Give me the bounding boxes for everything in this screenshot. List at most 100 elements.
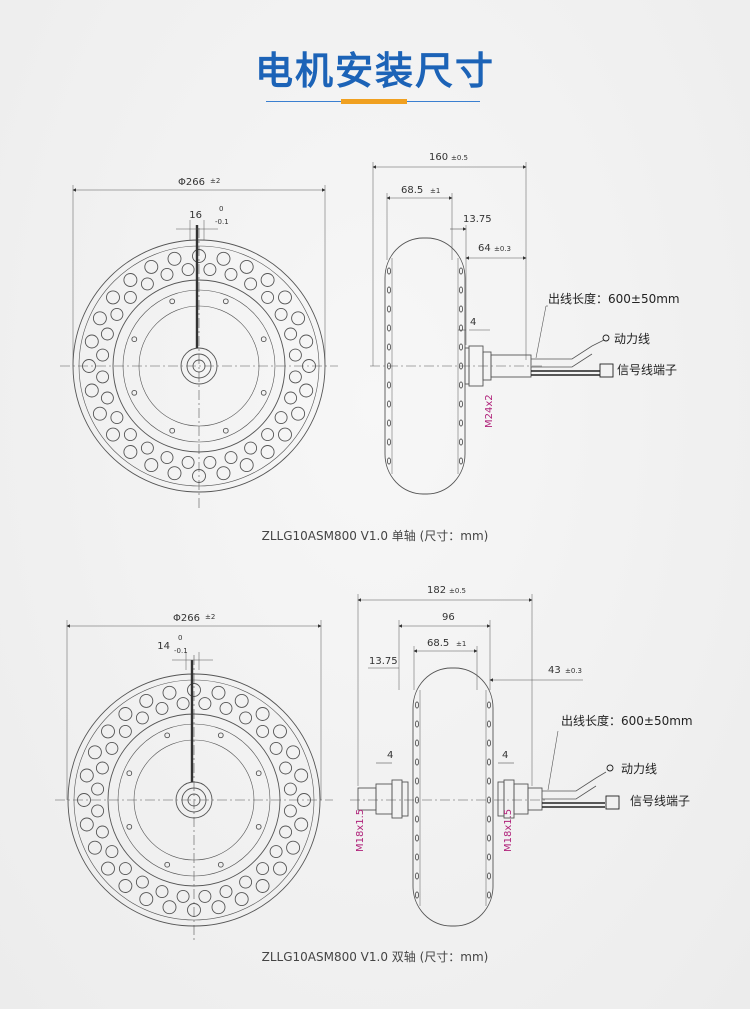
spoke-hole bbox=[216, 251, 231, 266]
spoke-hole bbox=[211, 685, 226, 700]
spoke-hole bbox=[110, 411, 124, 425]
side-slot bbox=[414, 701, 420, 709]
spoke-hole bbox=[260, 273, 275, 287]
spoke-hole bbox=[167, 466, 182, 481]
side-slot bbox=[414, 815, 420, 823]
single-side-labels: 160 ±0.5 68.5 ±1 13.75 64 ±0.3 4 M24x2 出… bbox=[401, 152, 680, 428]
spoke-hole bbox=[256, 862, 270, 876]
inner-hole-ring bbox=[91, 697, 297, 903]
spoke-hole bbox=[92, 406, 107, 421]
dim-shaft: 14 bbox=[157, 641, 170, 652]
side-slot bbox=[458, 457, 464, 465]
side-slot bbox=[414, 739, 420, 747]
side-slot bbox=[486, 891, 492, 899]
spoke-hole bbox=[274, 307, 288, 321]
spoke-hole bbox=[139, 693, 154, 708]
dual-side-labels: 182 ±0.5 96 68.5 ±1 13.75 43 ±0.3 4 4 M1… bbox=[355, 585, 693, 852]
dim-diameter: Φ266 bbox=[178, 177, 205, 188]
spoke-hole bbox=[278, 427, 292, 442]
spoke-hole bbox=[299, 383, 314, 398]
side-slot bbox=[486, 739, 492, 747]
cable-length-label: 出线长度：600±50mm bbox=[548, 291, 680, 306]
spoke-hole bbox=[216, 466, 231, 481]
spoke-hole bbox=[203, 455, 217, 469]
spoke-hole bbox=[288, 370, 302, 384]
spoke-hole bbox=[291, 406, 306, 421]
spoke-hole bbox=[239, 259, 254, 274]
side-slot bbox=[414, 777, 420, 785]
spoke-hole bbox=[274, 411, 288, 425]
dim-overall: 182 bbox=[427, 585, 446, 596]
bolt-hole bbox=[126, 823, 133, 830]
spoke-hole bbox=[155, 701, 169, 715]
spoke-hole bbox=[95, 761, 109, 775]
spoke-hole bbox=[239, 875, 253, 889]
dim-diameter-tol: ±2 bbox=[210, 177, 220, 185]
spoke-hole bbox=[139, 892, 154, 907]
spoke-hole bbox=[279, 825, 293, 839]
side-slot bbox=[414, 891, 420, 899]
dim-offset: 13.75 bbox=[369, 656, 398, 667]
dim-flat-left: 4 bbox=[387, 750, 393, 761]
spoke-hole bbox=[123, 428, 137, 442]
spoke-hole bbox=[87, 745, 102, 760]
spoke-hole bbox=[96, 370, 110, 384]
title-accent-bar bbox=[341, 99, 407, 104]
spoke-hole bbox=[79, 817, 94, 832]
bolt-hole bbox=[217, 861, 224, 868]
side-slot bbox=[486, 815, 492, 823]
spoke-hole bbox=[144, 259, 159, 274]
spoke-hole bbox=[269, 845, 283, 859]
bolt-ring bbox=[126, 732, 262, 868]
dim-offset: 13.75 bbox=[463, 214, 492, 225]
spoke-hole bbox=[224, 267, 238, 281]
side-slot bbox=[486, 758, 492, 766]
bolt-hole bbox=[131, 389, 138, 396]
spoke-hole bbox=[95, 825, 109, 839]
spoke-hole bbox=[106, 427, 120, 442]
side-slot bbox=[458, 381, 464, 389]
side-slot bbox=[486, 701, 492, 709]
dim-shaft-tol-upper: 0 bbox=[219, 205, 223, 213]
spoke-hole bbox=[244, 277, 258, 291]
spoke-hole bbox=[140, 441, 154, 455]
spoke-hole bbox=[261, 428, 275, 442]
signal-terminal-label: 信号线端子 bbox=[630, 794, 690, 808]
bolt-hole bbox=[126, 770, 133, 777]
bolt-hole bbox=[164, 861, 171, 868]
side-slot bbox=[458, 324, 464, 332]
side-slot bbox=[414, 834, 420, 842]
dual-front-labels: Φ266 ±2 14 0 -0.1 bbox=[157, 613, 215, 655]
dim-diameter: Φ266 bbox=[173, 613, 200, 624]
spoke-hole bbox=[101, 861, 115, 876]
spoke-hole bbox=[167, 251, 182, 266]
spoke-hole bbox=[110, 307, 124, 321]
spoke-hole bbox=[176, 697, 190, 711]
side-slot bbox=[386, 457, 392, 465]
bolt-ring bbox=[131, 298, 267, 434]
dim-shaft: 16 bbox=[189, 210, 202, 221]
spoke-hole bbox=[234, 892, 249, 907]
spoke-hole bbox=[155, 885, 169, 899]
side-slot bbox=[458, 267, 464, 275]
side-slot bbox=[414, 872, 420, 880]
dim-width: 68.5 bbox=[401, 185, 423, 196]
side-slot bbox=[458, 305, 464, 313]
bolt-hole bbox=[255, 770, 262, 777]
dim-overall-tol: ±0.5 bbox=[451, 154, 468, 162]
side-slot bbox=[486, 872, 492, 880]
spoke-hole bbox=[256, 724, 270, 738]
side-slot bbox=[386, 343, 392, 351]
spoke-hole bbox=[211, 900, 226, 915]
spoke-hole bbox=[181, 455, 195, 469]
signal-terminal-label: 信号线端子 bbox=[617, 363, 677, 377]
dim-flat-right: 4 bbox=[502, 750, 508, 761]
spoke-hole bbox=[269, 741, 283, 755]
spoke-hole bbox=[105, 741, 119, 755]
side-slot bbox=[458, 400, 464, 408]
spoke-hole bbox=[84, 334, 99, 349]
spoke-hole bbox=[294, 817, 309, 832]
spoke-hole bbox=[198, 889, 212, 903]
spoke-hole bbox=[105, 845, 119, 859]
